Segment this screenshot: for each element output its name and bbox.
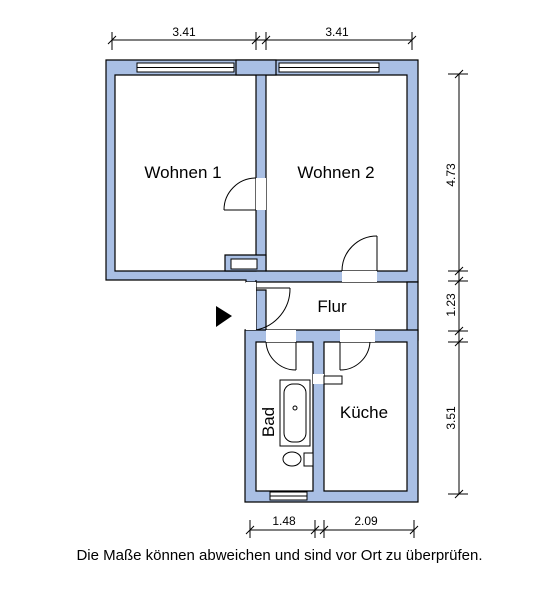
room-label-flur: Flur xyxy=(317,297,347,316)
dimension-lines xyxy=(107,32,468,538)
kitchen-fixture-icon xyxy=(323,375,343,385)
door-swing-icon xyxy=(265,341,297,371)
entrance-arrow-icon xyxy=(216,306,232,327)
room-label-wohnen1: Wohnen 1 xyxy=(144,163,221,182)
door-swing-icon xyxy=(223,177,257,211)
dimension-bottom-left: 1.48 xyxy=(272,514,296,528)
toilet-icon xyxy=(282,451,314,467)
dimension-right-upper: 4.73 xyxy=(444,163,458,187)
room-label-kueche: Küche xyxy=(340,403,388,422)
door-swing-icon xyxy=(341,235,378,272)
pillar-top xyxy=(235,59,277,76)
dimension-top-left: 3.41 xyxy=(172,25,196,39)
dimension-top-right: 3.41 xyxy=(325,25,349,39)
dimension-right-middle: 1.23 xyxy=(444,293,458,317)
door-swings xyxy=(223,177,378,371)
room-label-wohnen2: Wohnen 2 xyxy=(297,163,374,182)
disclaimer-caption: Die Maße können abweichen und sind vor O… xyxy=(76,547,483,564)
door-swing-icon xyxy=(255,287,291,331)
door-openings xyxy=(246,178,377,384)
bathtub-icon xyxy=(279,379,311,447)
dimension-bottom-right: 2.09 xyxy=(354,514,378,528)
dimension-right-lower: 3.51 xyxy=(444,406,458,430)
stub-hole xyxy=(230,258,258,270)
windows xyxy=(136,62,380,501)
door-swing-icon xyxy=(339,341,371,371)
floor-plan: Wohnen 1 Wohnen 2 Flur Küche Bad xyxy=(105,25,468,538)
room-label-bad: Bad xyxy=(259,407,278,437)
